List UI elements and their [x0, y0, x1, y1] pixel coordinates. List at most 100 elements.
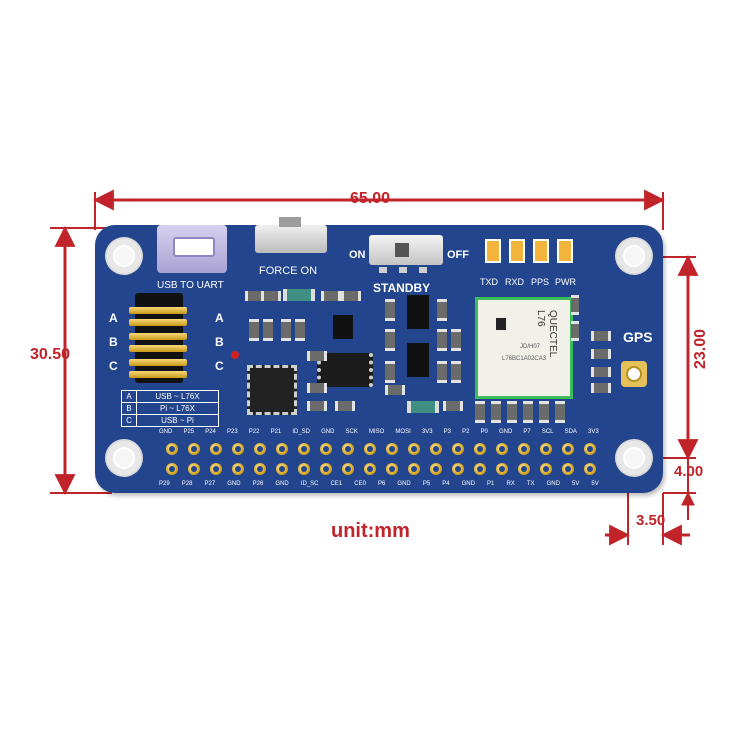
jumper-table-row: B Pi ~ L76X	[122, 403, 218, 415]
gpio-pin	[320, 443, 332, 455]
offset-y-dimension: 4.00	[674, 463, 704, 480]
pps-label: PPS	[531, 277, 550, 287]
gpio-pin	[452, 443, 464, 455]
top-pin-labels: GND P25 P24 P23 P22 P21 ID_SD GND SCK MI…	[159, 429, 599, 435]
pin-label: SDA	[564, 429, 577, 435]
pin-label: GND	[498, 429, 513, 435]
smd-component	[437, 329, 447, 351]
smd-component	[295, 319, 305, 341]
gpio-pin	[518, 443, 530, 455]
pin-label: RX	[506, 481, 515, 487]
smd-component	[263, 319, 273, 341]
jumper-table-row: A USB ~ L76X	[122, 391, 218, 403]
smd-component	[335, 401, 355, 411]
transistor-2	[407, 343, 429, 377]
smd-component	[591, 349, 611, 359]
smd-component	[443, 401, 463, 411]
smd-component	[437, 361, 447, 383]
gpio-pin	[518, 463, 530, 475]
gpio-pin	[188, 463, 200, 475]
pin-label: P3	[443, 429, 451, 435]
pin-label: P29	[159, 481, 170, 487]
smd-component	[437, 299, 447, 321]
smd-component	[321, 291, 341, 301]
width-dimension: 65.00	[350, 190, 391, 207]
pin-label: GND	[397, 481, 411, 487]
smd-component	[591, 331, 611, 341]
module-line2: L76BC1A02CA3	[502, 356, 547, 362]
pin-label: P23	[227, 429, 238, 435]
gpio-pin	[386, 463, 398, 475]
smd-component	[261, 291, 281, 301]
pin-label: GND	[275, 481, 289, 487]
gpio-pin	[320, 463, 332, 475]
switch-on-label: ON	[349, 249, 366, 261]
pin-label: MOSI	[395, 429, 411, 435]
pin-label: P0	[480, 429, 488, 435]
gpio-pin	[474, 443, 486, 455]
gpio-pin	[584, 463, 596, 475]
smd-component	[571, 321, 579, 341]
jumper-letter-c-left: C	[109, 359, 118, 373]
hole-spacing-dimension: 23.00	[692, 328, 710, 370]
gps-label: GPS	[623, 329, 653, 345]
pin-label: GND	[546, 481, 560, 487]
smd-component	[451, 329, 461, 351]
rxd-led	[509, 239, 525, 263]
jumper-letter-b-left: B	[109, 335, 118, 349]
capacitor	[407, 401, 439, 413]
pps-led	[533, 239, 549, 263]
pin-label: P27	[204, 481, 216, 487]
gpio-pin	[342, 463, 354, 475]
gpio-pin	[210, 443, 222, 455]
pin-label: P21	[270, 429, 282, 435]
gpio-pin	[254, 463, 266, 475]
usb-connector	[157, 225, 227, 273]
pin-label: P5	[422, 481, 431, 487]
pwr-label: PWR	[555, 277, 576, 287]
smd-component	[281, 319, 291, 341]
gpio-pin	[254, 443, 266, 455]
gpio-header	[161, 441, 601, 475]
gpio-pin	[430, 463, 442, 475]
pin-label: P4	[442, 481, 450, 487]
pin-label: GND	[461, 481, 475, 487]
gpio-pin	[276, 463, 288, 475]
smd-component	[341, 291, 361, 301]
pin-label: TX	[526, 481, 535, 487]
txd-label: TXD	[480, 277, 498, 287]
pin-label: 5V	[591, 481, 599, 487]
pin-label: GND	[227, 481, 241, 487]
unit-label: unit:mm	[331, 520, 410, 542]
smd-component	[555, 401, 565, 423]
smd-component	[571, 295, 579, 315]
gpio-pin	[408, 443, 420, 455]
smd-component	[307, 351, 327, 361]
gpio-pin	[562, 443, 574, 455]
pin-label: SCK	[345, 429, 358, 435]
pin-label: P28	[181, 481, 193, 487]
transistor-1	[407, 295, 429, 329]
smd-component	[539, 401, 549, 423]
standby-label: STANDBY	[373, 281, 431, 295]
gpio-pin	[166, 463, 178, 475]
smd-component	[451, 361, 461, 383]
gpio-pin	[584, 443, 596, 455]
mounting-hole-top-left	[107, 239, 141, 273]
gpio-pin	[210, 463, 222, 475]
smd-component	[591, 367, 611, 377]
pin-label: CE0	[354, 481, 366, 487]
smd-component	[249, 319, 259, 341]
pin-label: 5V	[572, 481, 580, 487]
height-dimension: 30.50	[30, 346, 71, 363]
smd-component	[491, 401, 501, 423]
pin-label: 3V3	[588, 429, 599, 435]
gpio-pin	[232, 463, 244, 475]
pin-label: P7	[523, 429, 531, 435]
gps-hat-board: USB TO UART FORCE ON ON OFF STANDBY TXD …	[95, 217, 663, 493]
pin-label: P22	[248, 429, 260, 435]
gpio-pin	[562, 463, 574, 475]
smd-component	[475, 401, 485, 423]
gpio-pin	[342, 443, 354, 455]
force-on-button	[255, 217, 327, 253]
